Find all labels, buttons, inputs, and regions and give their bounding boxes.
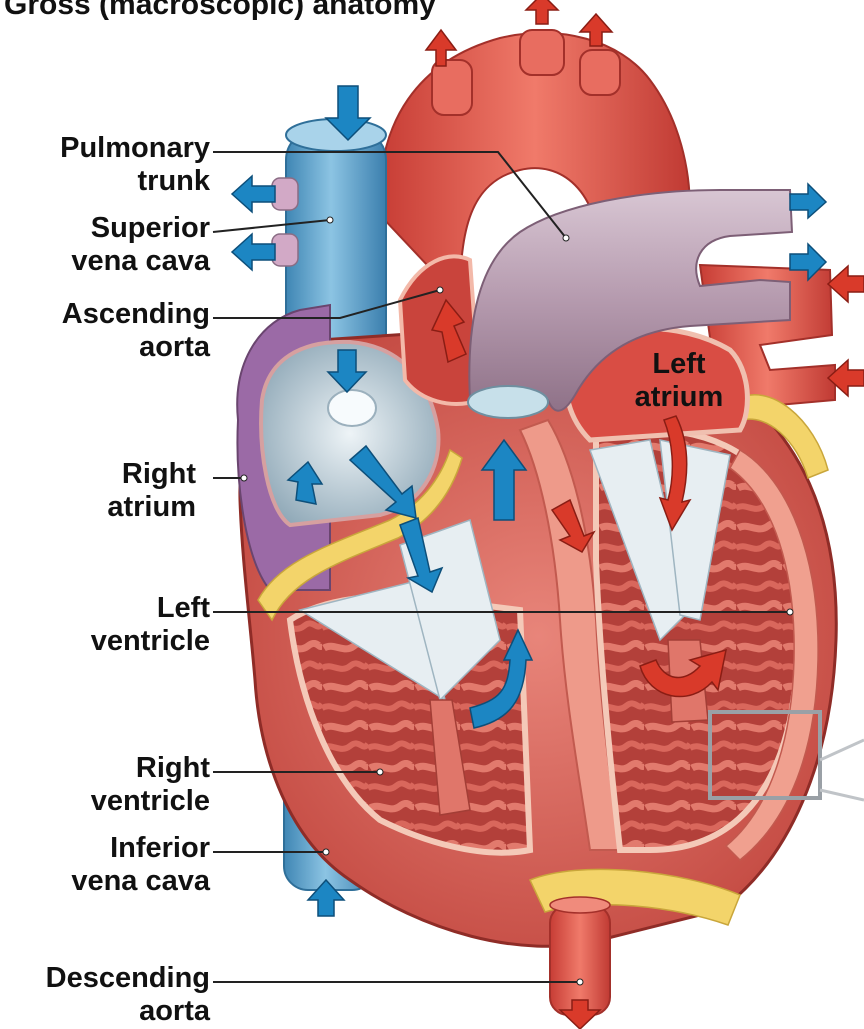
arrow-aorta-up-2 [526,0,558,24]
svc-branch-1 [272,178,298,210]
aorta-branch-2 [520,30,564,75]
svc-branch-2 [272,234,298,266]
page-title: Gross (macroscopic) anatomy [4,0,436,22]
arrow-pa-right-1 [790,184,826,218]
pulmonary-valve [468,386,548,418]
detail-pointer [820,740,864,800]
descending-aorta [550,905,610,1015]
arrow-branch-left-1 [232,176,275,212]
aorta-branch-3 [580,50,620,95]
arrow-branch-left-2 [232,234,275,270]
aorta-branch-1 [432,60,472,115]
fossa-ovalis [328,390,376,426]
arrow-pv-in-1 [828,266,864,302]
